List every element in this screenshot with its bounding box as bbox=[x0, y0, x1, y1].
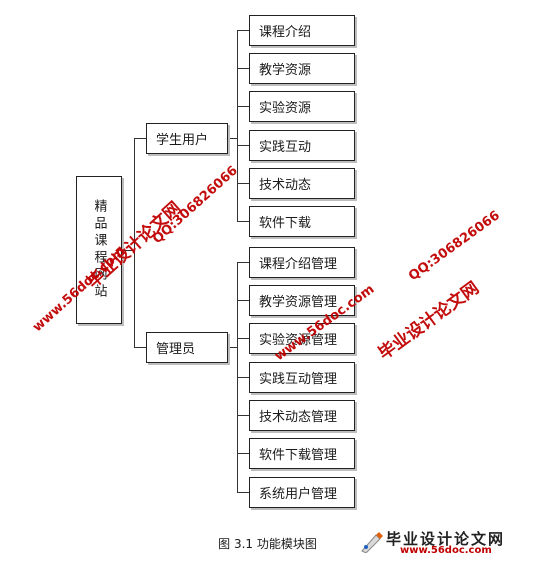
leaf-node-label: 软件下载管理 bbox=[259, 448, 338, 463]
branch-connector-admin bbox=[134, 347, 146, 348]
branch-node-label: 学生用户 bbox=[156, 133, 209, 148]
leaf-connector bbox=[237, 415, 249, 416]
leaf-node-label: 课程介绍管理 bbox=[259, 257, 338, 272]
logo-title: 毕业设计论文网 bbox=[386, 530, 506, 548]
watermark-site-name: 毕业设计论文网 bbox=[374, 278, 483, 365]
root-connector-vertical bbox=[134, 138, 135, 347]
leaf-node-label: 技术动态 bbox=[259, 178, 312, 193]
leaf-connector bbox=[237, 30, 249, 31]
leaf-node: 软件下载 bbox=[249, 206, 355, 237]
leaf-connector bbox=[237, 106, 249, 107]
root-connector-stub bbox=[122, 250, 134, 251]
admin-stub bbox=[228, 347, 237, 348]
branch-node-label: 管理员 bbox=[156, 342, 196, 357]
leaf-node: 技术动态 bbox=[249, 168, 355, 199]
leaf-node-label: 教学资源 bbox=[259, 63, 312, 78]
student-stub bbox=[228, 138, 237, 139]
leaf-node: 技术动态管理 bbox=[249, 400, 355, 431]
leaf-connector bbox=[237, 68, 249, 69]
leaf-node: 实践互动管理 bbox=[249, 362, 355, 393]
leaf-node-label: 技术动态管理 bbox=[259, 410, 338, 425]
student-vertical bbox=[237, 30, 238, 221]
site-logo: 毕业设计论文网 www.56doc.com bbox=[360, 527, 532, 557]
leaf-node-label: 教学资源管理 bbox=[259, 295, 338, 310]
leaf-node: 实验资源管理 bbox=[249, 323, 355, 354]
leaf-connector bbox=[237, 377, 249, 378]
leaf-node-label: 系统用户管理 bbox=[259, 487, 338, 502]
leaf-connector bbox=[237, 183, 249, 184]
leaf-node: 实践互动 bbox=[249, 130, 355, 161]
logo-url: www.56doc.com bbox=[400, 545, 492, 556]
leaf-node: 实验资源 bbox=[249, 91, 355, 122]
leaf-node: 课程介绍 bbox=[249, 15, 355, 46]
leaf-connector bbox=[237, 300, 249, 301]
branch-node-student: 学生用户 bbox=[146, 123, 228, 154]
leaf-node-label: 课程介绍 bbox=[259, 25, 312, 40]
leaf-connector bbox=[237, 338, 249, 339]
leaf-connector bbox=[237, 221, 249, 222]
leaf-node: 软件下载管理 bbox=[249, 438, 355, 469]
leaf-connector bbox=[237, 145, 249, 146]
leaf-node-label: 软件下载 bbox=[259, 216, 312, 231]
leaf-node: 课程介绍管理 bbox=[249, 247, 355, 278]
root-node-label: 精品课程网站 bbox=[91, 199, 107, 301]
leaf-connector bbox=[237, 262, 249, 263]
branch-node-admin: 管理员 bbox=[146, 332, 228, 363]
leaf-connector bbox=[237, 453, 249, 454]
leaf-node-label: 实验资源 bbox=[259, 101, 312, 116]
leaf-node: 系统用户管理 bbox=[249, 477, 355, 508]
leaf-node: 教学资源 bbox=[249, 53, 355, 84]
root-node: 精品课程网站 bbox=[76, 176, 122, 324]
leaf-connector bbox=[237, 492, 249, 493]
pen-logo-icon bbox=[361, 532, 383, 553]
figure-caption: 图 3.1 功能模块图 bbox=[218, 537, 317, 551]
leaf-node-label: 实验资源管理 bbox=[259, 333, 338, 348]
leaf-node-label: 实践互动管理 bbox=[259, 372, 338, 387]
leaf-node-label: 实践互动 bbox=[259, 140, 312, 155]
watermark-qq: QQ:306826066 bbox=[406, 208, 503, 285]
leaf-node: 教学资源管理 bbox=[249, 285, 355, 316]
branch-connector-student bbox=[134, 138, 146, 139]
